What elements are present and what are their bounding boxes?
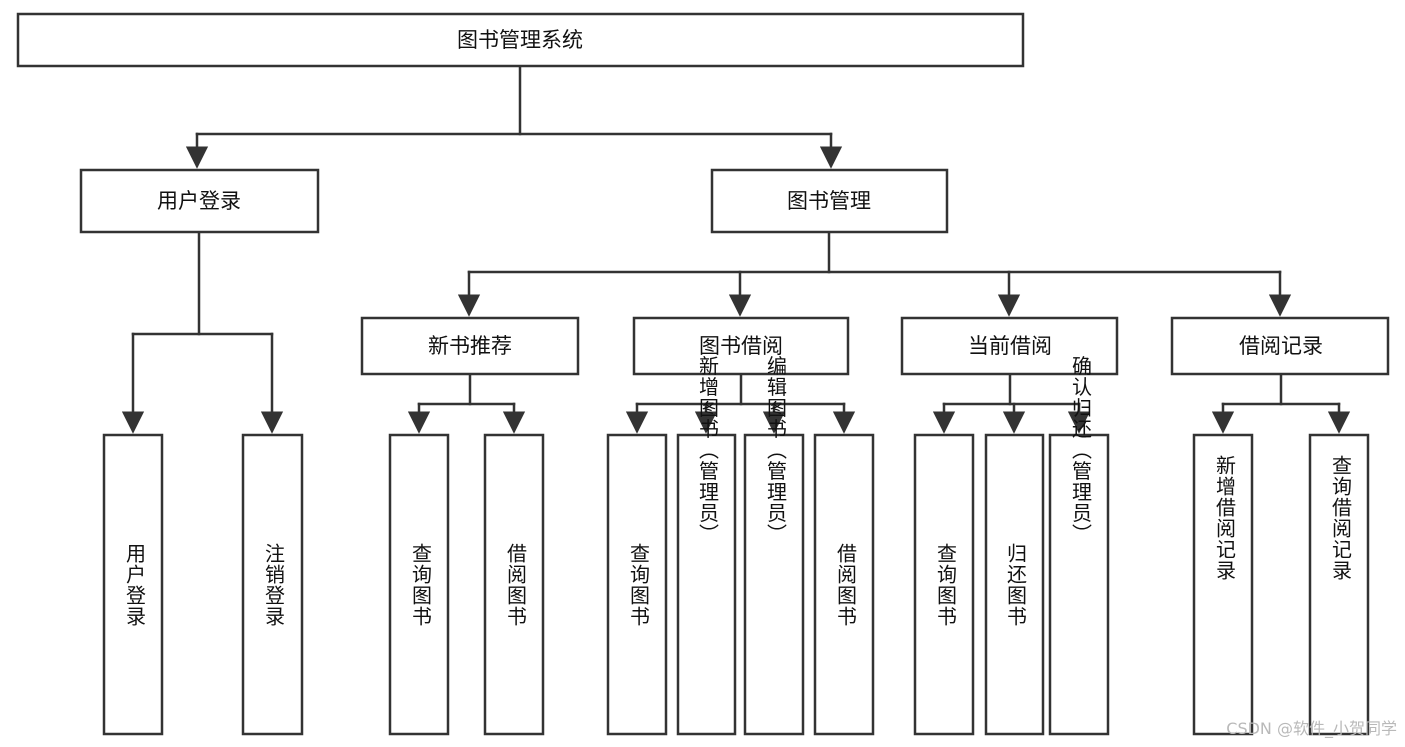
node-leaf-query-book-current[interactable]: 查询图书 bbox=[913, 433, 975, 736]
node-current-borrow[interactable]: 当前借阅 bbox=[900, 316, 1119, 376]
node-leaf-return-book[interactable]: 归还图书 bbox=[984, 433, 1045, 736]
node-user-login[interactable]: 用户登录 bbox=[79, 168, 320, 234]
node-borrow-record-box[interactable] bbox=[1170, 316, 1390, 376]
node-leaf-query-borrow-record-label: 查询借阅记录 bbox=[1329, 455, 1353, 581]
node-leaf-query-book-borrow-box[interactable] bbox=[606, 433, 668, 736]
node-leaf-user-logout-label: 注销登录 bbox=[262, 543, 286, 627]
node-leaf-query-borrow-record-box[interactable] bbox=[1308, 433, 1370, 736]
node-leaf-user-login-label: 用户登录 bbox=[123, 543, 147, 627]
node-leaf-borrow-book-label: 借阅图书 bbox=[834, 543, 858, 627]
node-leaf-add-borrow-record-box[interactable] bbox=[1192, 433, 1254, 736]
node-leaf-add-book-admin-label: 新增图书（管理员） bbox=[696, 355, 720, 544]
node-book-borrow[interactable]: 图书借阅 bbox=[632, 316, 850, 376]
node-borrow-record[interactable]: 借阅记录 bbox=[1170, 316, 1390, 376]
node-current-borrow-label: 当前借阅 bbox=[968, 334, 1052, 358]
node-book-management-box[interactable] bbox=[710, 168, 949, 234]
node-leaf-confirm-return-admin-box[interactable] bbox=[1048, 433, 1110, 736]
node-leaf-return-book-label: 归还图书 bbox=[1004, 543, 1028, 627]
node-book-borrow-box[interactable] bbox=[632, 316, 850, 376]
node-leaf-user-logout-box[interactable] bbox=[241, 433, 304, 736]
node-leaf-confirm-return-admin-label: 确认归还（管理员） bbox=[1069, 355, 1093, 544]
node-leaf-edit-book-admin-box[interactable] bbox=[743, 433, 805, 736]
node-book-management-label: 图书管理 bbox=[787, 189, 871, 213]
node-leaf-user-login-box[interactable] bbox=[102, 433, 164, 736]
node-leaf-user-logout[interactable]: 注销登录 bbox=[241, 433, 304, 736]
node-leaf-edit-book-admin[interactable]: 编辑图书（管理员） bbox=[743, 355, 805, 736]
node-leaf-query-book-borrow[interactable]: 查询图书 bbox=[606, 433, 668, 736]
node-root[interactable]: 图书管理系统 bbox=[16, 12, 1025, 68]
node-leaf-return-book-box[interactable] bbox=[984, 433, 1045, 736]
node-new-book-recommend[interactable]: 新书推荐 bbox=[360, 316, 580, 376]
node-user-login-label: 用户登录 bbox=[157, 189, 241, 213]
node-leaf-query-book-current-box[interactable] bbox=[913, 433, 975, 736]
node-leaf-borrow-book-rec-box[interactable] bbox=[483, 433, 545, 736]
node-new-book-recommend-label: 新书推荐 bbox=[428, 334, 512, 358]
node-leaf-borrow-book-rec-label: 借阅图书 bbox=[504, 543, 528, 627]
node-leaf-add-borrow-record-label: 新增借阅记录 bbox=[1213, 455, 1237, 581]
node-book-borrow-label: 图书借阅 bbox=[699, 334, 783, 358]
node-user-login-box[interactable] bbox=[79, 168, 320, 234]
node-leaf-query-borrow-record[interactable]: 查询借阅记录 bbox=[1308, 433, 1370, 736]
node-leaf-query-book-current-label: 查询图书 bbox=[934, 543, 958, 627]
node-leaf-query-book-rec-box[interactable] bbox=[388, 433, 450, 736]
node-leaf-edit-book-admin-label: 编辑图书（管理员） bbox=[764, 355, 788, 544]
node-leaf-add-borrow-record[interactable]: 新增借阅记录 bbox=[1192, 433, 1254, 736]
node-leaf-borrow-book[interactable]: 借阅图书 bbox=[813, 433, 875, 736]
node-leaf-query-book-borrow-label: 查询图书 bbox=[627, 543, 651, 627]
node-leaf-query-book-rec[interactable]: 查询图书 bbox=[388, 433, 450, 736]
connector-layer bbox=[121, 64, 1351, 434]
node-root-label: 图书管理系统 bbox=[457, 28, 583, 52]
node-current-borrow-box[interactable] bbox=[900, 316, 1119, 376]
node-leaf-user-login[interactable]: 用户登录 bbox=[102, 433, 164, 736]
node-leaf-borrow-book-box[interactable] bbox=[813, 433, 875, 736]
node-new-book-recommend-box[interactable] bbox=[360, 316, 580, 376]
node-book-management[interactable]: 图书管理 bbox=[710, 168, 949, 234]
node-root-box[interactable] bbox=[16, 12, 1025, 68]
node-leaf-add-book-admin-box[interactable] bbox=[676, 433, 737, 736]
node-leaf-borrow-book-rec[interactable]: 借阅图书 bbox=[483, 433, 545, 736]
node-leaf-add-book-admin[interactable]: 新增图书（管理员） bbox=[676, 355, 737, 736]
node-leaf-confirm-return-admin[interactable]: 确认归还（管理员） bbox=[1048, 355, 1110, 736]
node-leaf-query-book-rec-label: 查询图书 bbox=[409, 543, 433, 627]
node-borrow-record-label: 借阅记录 bbox=[1239, 334, 1323, 358]
